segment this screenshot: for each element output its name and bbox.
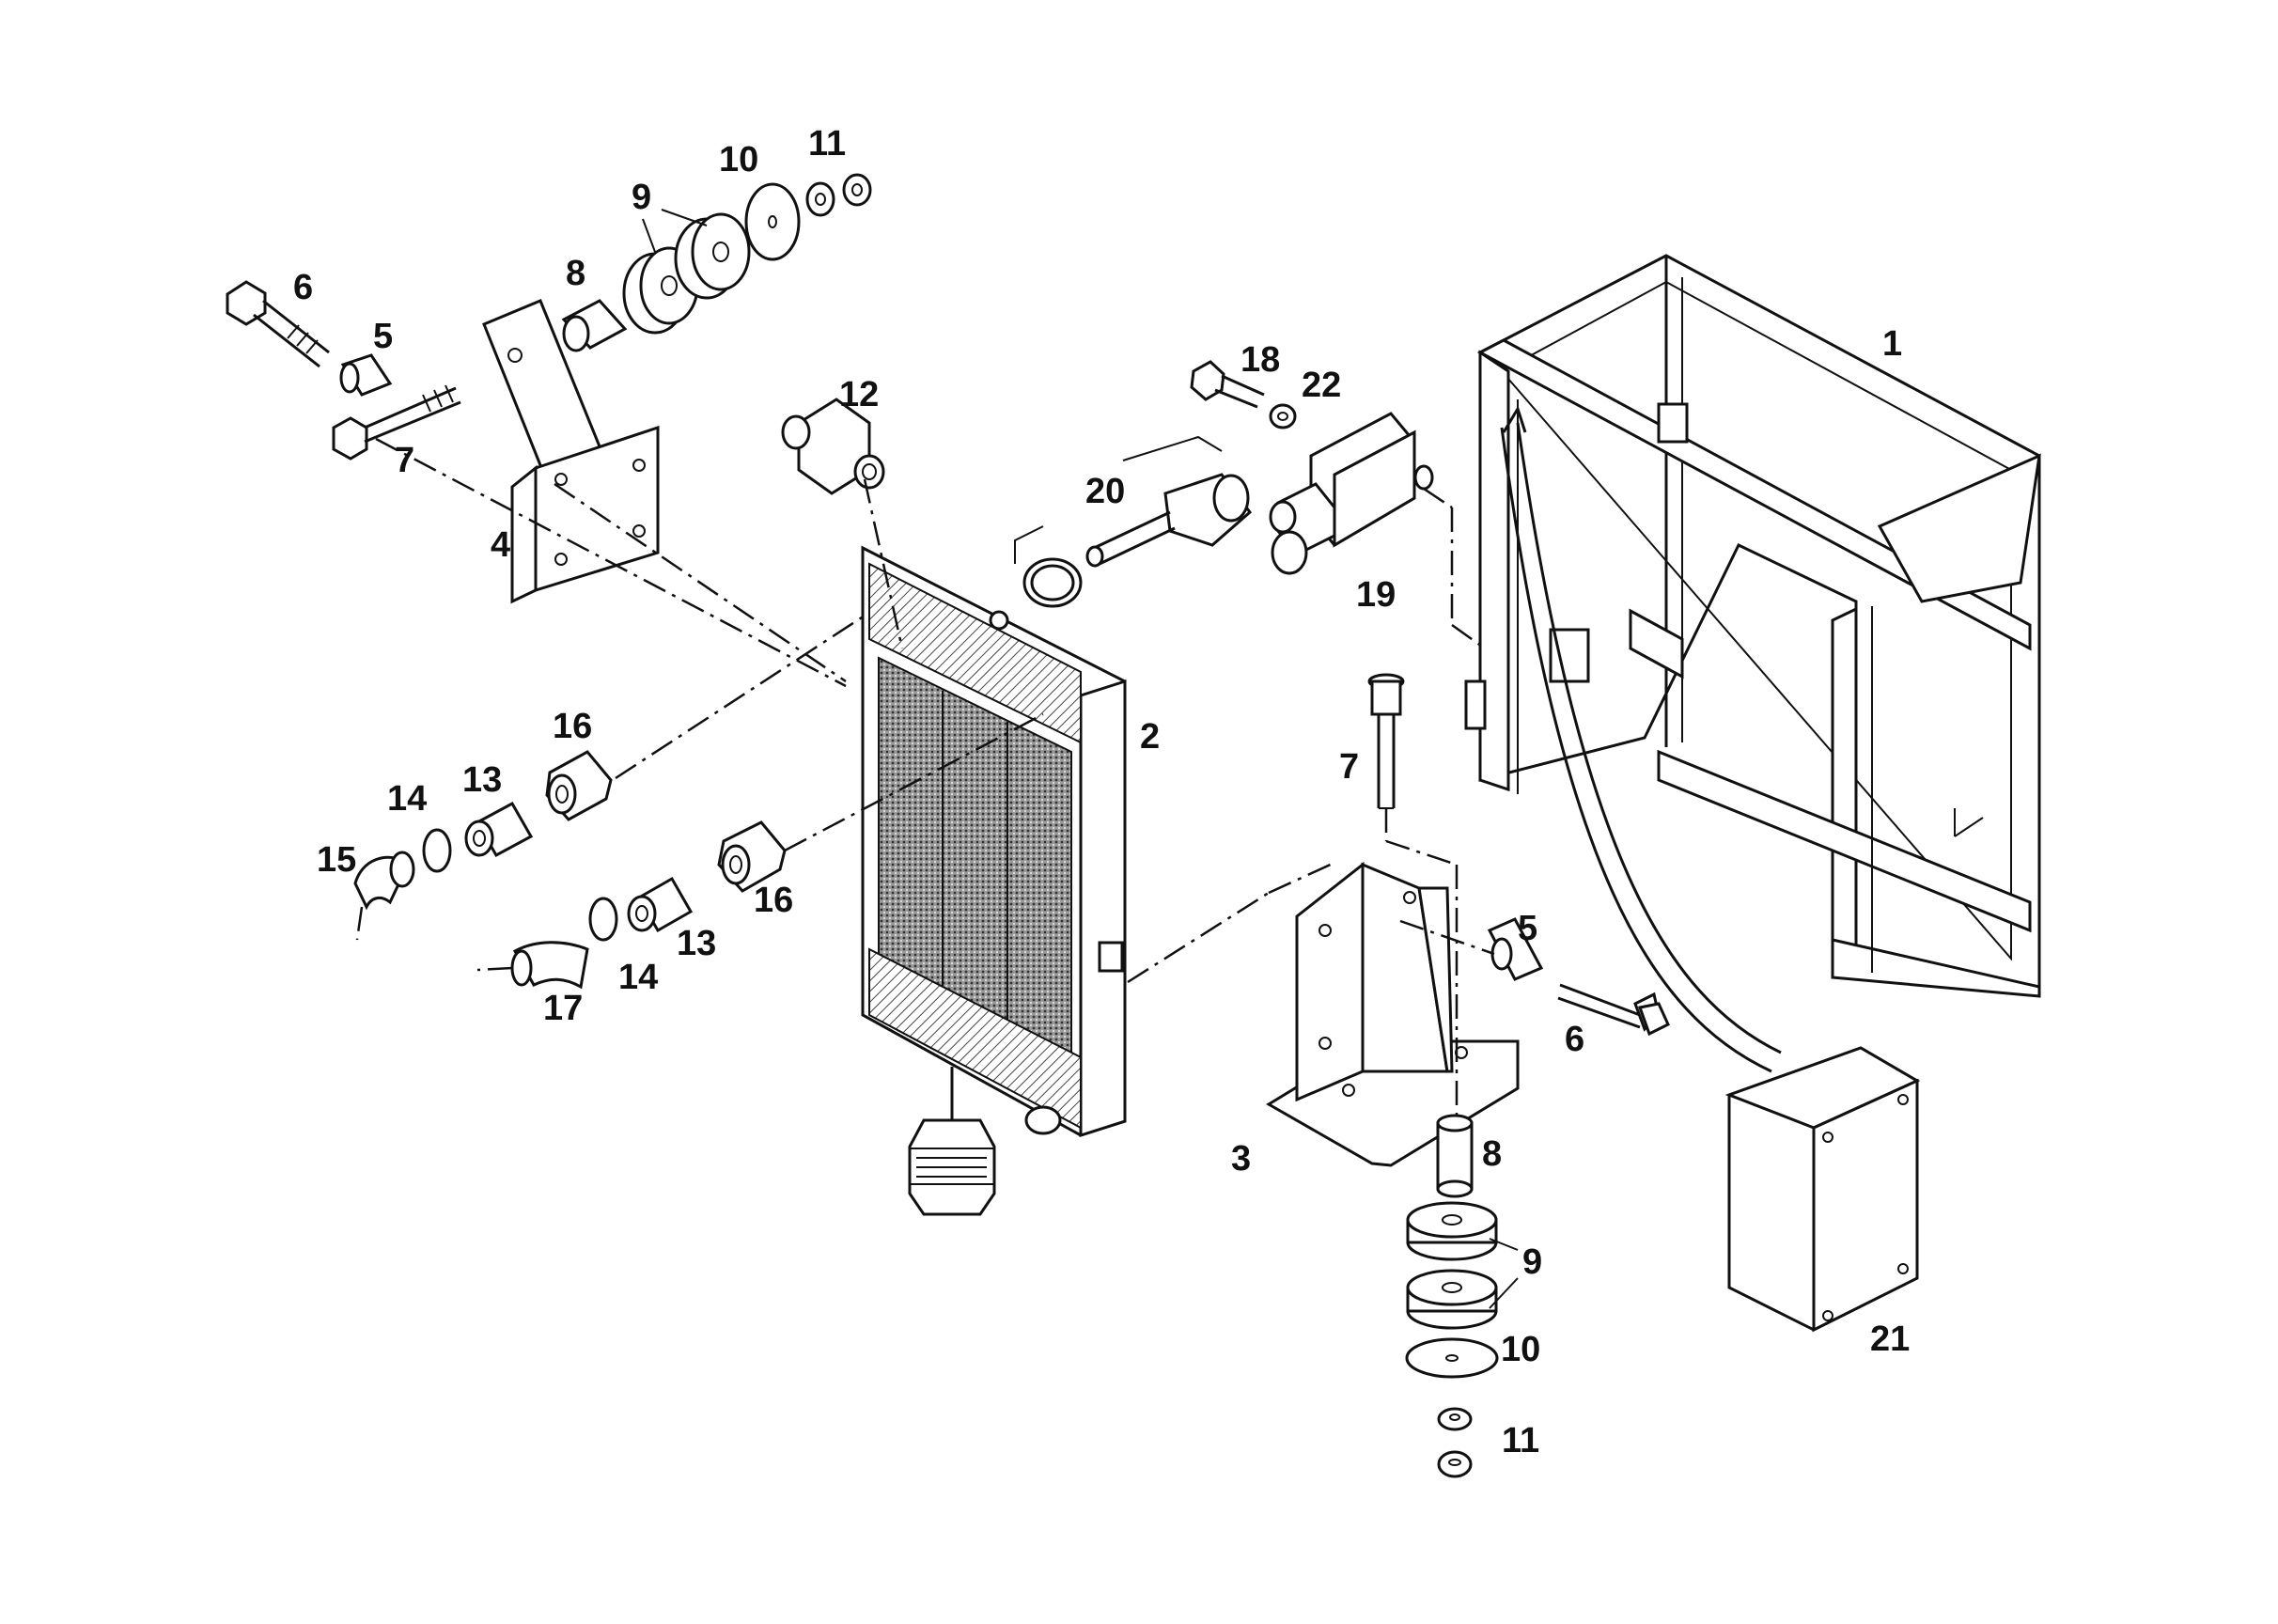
spacer-part-5 xyxy=(339,353,1544,981)
label-7-upper: 7 xyxy=(395,441,414,480)
bolt-part-7 xyxy=(332,384,1405,809)
label-15: 15 xyxy=(317,840,356,880)
frame-part-1 xyxy=(1464,254,2041,998)
label-6-lower: 6 xyxy=(1565,1020,1584,1059)
washer-part-10 xyxy=(744,182,1499,1379)
electrical-box-part-21 xyxy=(1724,1046,1921,1333)
clamp-part-14 xyxy=(422,828,618,942)
coupling-part-13 xyxy=(464,801,694,933)
nut-part-11 xyxy=(805,173,1473,1478)
label-13-upper: 13 xyxy=(462,760,502,800)
elbow-hose-part-15 xyxy=(353,851,415,941)
label-3: 3 xyxy=(1231,1139,1251,1179)
label-9-lower: 9 xyxy=(1522,1242,1542,1282)
rubber-mount-part-9 xyxy=(622,212,1498,1330)
label-1: 1 xyxy=(1882,324,1902,364)
label-16-upper: 16 xyxy=(553,707,592,746)
label-5-upper: 5 xyxy=(373,317,393,356)
label-13-lower: 13 xyxy=(677,924,716,963)
fitting-part-12 xyxy=(781,398,885,495)
label-12: 12 xyxy=(839,375,879,414)
label-6-upper: 6 xyxy=(293,268,313,307)
label-7-lower: 7 xyxy=(1339,747,1359,787)
part-labels: 1 2 3 4 5 5 6 6 7 7 8 8 9 9 10 10 11 11 … xyxy=(293,124,1910,1460)
screw-part-18 xyxy=(1190,360,1265,409)
label-9-upper: 9 xyxy=(632,178,651,217)
cable xyxy=(1500,405,1782,1073)
bolt-part-6 xyxy=(226,280,1670,1037)
label-20: 20 xyxy=(1085,472,1125,511)
assembly-lines xyxy=(375,437,1495,1118)
label-16-lower: 16 xyxy=(754,881,793,920)
label-8-lower: 8 xyxy=(1482,1134,1502,1174)
label-10-upper: 10 xyxy=(719,140,758,180)
label-11-lower: 11 xyxy=(1502,1421,1539,1460)
label-17: 17 xyxy=(543,989,583,1028)
valve-part-19 xyxy=(1269,412,1434,575)
sensor-part-20 xyxy=(1014,435,1253,608)
label-18: 18 xyxy=(1240,340,1280,380)
bracket-part-4 xyxy=(482,299,660,604)
label-2: 2 xyxy=(1140,717,1160,757)
label-10-lower: 10 xyxy=(1501,1330,1540,1369)
label-5-lower: 5 xyxy=(1518,909,1537,948)
washer-part-22 xyxy=(1269,403,1297,429)
label-14-upper: 14 xyxy=(387,779,427,819)
adapter-part-16 xyxy=(545,750,787,893)
label-14-lower: 14 xyxy=(618,958,658,997)
bracket-part-3 xyxy=(1266,861,1520,1167)
bent-hose-part-17 xyxy=(476,941,589,990)
radiator-part-2 xyxy=(861,545,1127,1216)
label-8-upper: 8 xyxy=(566,254,585,293)
label-4: 4 xyxy=(491,525,510,565)
bushing-part-8 xyxy=(561,299,1474,1198)
label-21: 21 xyxy=(1870,1320,1910,1359)
label-19: 19 xyxy=(1356,575,1396,615)
label-11-upper: 11 xyxy=(808,124,846,164)
label-22: 22 xyxy=(1302,366,1341,405)
